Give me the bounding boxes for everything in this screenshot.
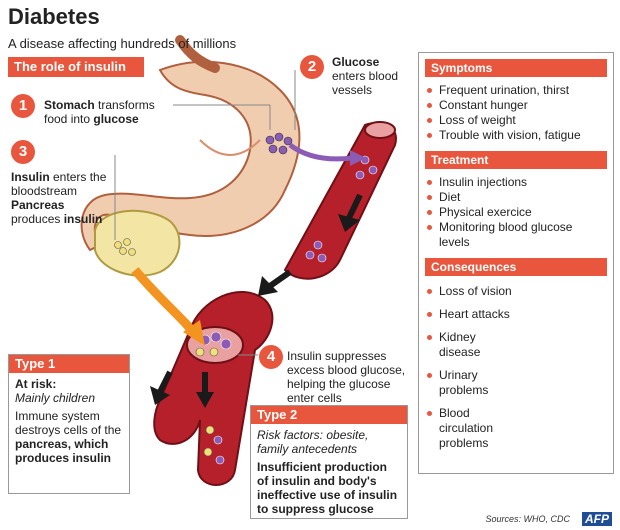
callout-lines <box>114 70 296 356</box>
step-4-badge: 4 <box>259 345 283 369</box>
type1-bold: pancreas, which produces insulin <box>15 437 112 465</box>
symptoms-header: Symptoms <box>425 59 607 77</box>
type1-text: Immune system destroys cells of the <box>15 409 122 437</box>
symptom-item: Trouble with vision, fatigue <box>425 128 607 143</box>
blood-vessel-upper <box>283 121 397 280</box>
type1-risk-value: Mainly children <box>15 391 96 405</box>
type2-body: Risk factors: obesite, family antecedent… <box>251 424 407 520</box>
step-2-badge: 2 <box>300 55 324 79</box>
symptom-item: Loss of weight <box>425 113 607 128</box>
consequences-header: Consequences <box>425 258 607 276</box>
consequence-item: Loss of vision <box>425 284 513 299</box>
step-3-text: Insulin enters the bloodstream Pancreas … <box>11 170 111 226</box>
symptom-item: Constant hunger <box>425 98 607 113</box>
symptom-item: Frequent urination, thirst <box>425 83 607 98</box>
step-2-rest: enters blood vessels <box>332 69 399 97</box>
step-3-bold2: Pancreas <box>11 198 65 212</box>
treatment-list: Insulin injections Diet Physical exercic… <box>425 175 595 250</box>
page-title: Diabetes <box>8 4 100 29</box>
step-3-rest: enters the bloodstream <box>11 170 107 198</box>
treatment-item: Insulin injections <box>425 175 595 190</box>
step-1-bold: Stomach <box>44 98 95 112</box>
step-4-text: Insulin suppresses excess blood glucose,… <box>287 349 406 405</box>
step-1-badge: 1 <box>11 94 35 118</box>
treatment-item: Physical exercice <box>425 205 595 220</box>
flow-arrows <box>131 142 366 408</box>
type2-risk: Risk factors: obesite, family antecedent… <box>257 428 369 456</box>
consequence-item: Kidney disease <box>425 330 513 360</box>
type1-box: Type 1 At risk: Mainly children Immune s… <box>8 354 130 494</box>
type2-bold: Insufficient production of insulin and b… <box>257 460 398 516</box>
type2-box: Type 2 Risk factors: obesite, family ant… <box>250 405 408 519</box>
step-1-text: Stomach transforms food into glucose <box>44 98 174 126</box>
page-subtitle: A disease affecting hundreds of millions <box>8 36 237 51</box>
step-2-text: Glucose enters blood vessels <box>332 55 402 97</box>
consequence-item: Blood circulation problems <box>425 406 513 451</box>
type1-risk-label: At risk: <box>15 377 57 391</box>
afp-logo: AFP <box>582 512 612 526</box>
treatment-item: Diet <box>425 190 595 205</box>
sources-note: Sources: WHO, CDC <box>485 514 570 524</box>
consequence-item: Heart attacks <box>425 307 513 322</box>
pancreas-illustration <box>94 209 181 277</box>
step-3-badge: 3 <box>11 140 35 164</box>
info-panel: Symptoms Frequent urination, thirst Cons… <box>418 52 614 474</box>
treatment-header: Treatment <box>425 151 607 169</box>
step-1-bold2: glucose <box>93 112 139 126</box>
consequences-list: Loss of vision Heart attacks Kidney dise… <box>425 284 513 451</box>
step-3-bold: Insulin <box>11 170 50 184</box>
step-3-bold3: insulin <box>63 212 103 226</box>
type1-header: Type 1 <box>9 355 129 373</box>
consequence-item: Urinary problems <box>425 368 513 398</box>
type2-header: Type 2 <box>251 406 407 424</box>
insulin-cluster <box>114 238 136 256</box>
section-header: The role of insulin <box>8 57 144 77</box>
step-2-bold: Glucose <box>332 55 380 69</box>
symptoms-list: Frequent urination, thirst Constant hung… <box>425 83 607 143</box>
step-3-rest2: produces <box>11 212 64 226</box>
treatment-item: Monitoring blood glucose levels <box>425 220 595 250</box>
step-1-rest: transforms food into <box>44 98 155 126</box>
type1-body: At risk: Mainly children Immune system d… <box>9 373 129 469</box>
glucose-cluster <box>265 132 293 155</box>
